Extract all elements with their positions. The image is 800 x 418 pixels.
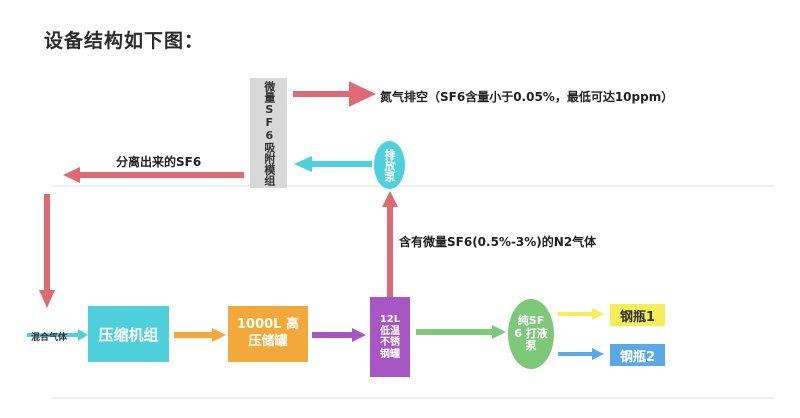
nitrogen-exhaust-label: 氮气排空（SF6含量小于0.05%，最低可达10ppm） <box>380 90 674 104</box>
cylinder-2-box: 钢瓶2 <box>610 344 665 366</box>
separated-sf6-label: 分离出来的SF6 <box>116 155 202 169</box>
adsorption-module-label: 微量SF6吸附模组 <box>262 80 276 186</box>
stainless-tank-box: 12L低温不锈钢罐 <box>370 297 410 377</box>
cylinder-1-box: 钢瓶1 <box>610 304 665 326</box>
adsorption-module-box: 微量SF6吸附模组 <box>250 78 287 188</box>
pure-sf6-pump-ellipse: 纯SF6 打液泵 <box>508 299 554 369</box>
arrow-to-exhaust <box>293 81 377 107</box>
storage-tank-label: 1000L 高压储罐 <box>237 317 299 349</box>
exhaust-pump-label: 排放泵 <box>383 148 396 182</box>
compressor-box: 压缩机组 <box>88 306 169 362</box>
page-title: 设备结构如下图： <box>44 30 205 52</box>
exhaust-pump-ellipse: 排放泵 <box>374 141 405 189</box>
storage-tank-box: 1000L 高压储罐 <box>228 306 308 362</box>
stainless-tank-label: 12L低温不锈钢罐 <box>379 314 401 360</box>
compressor-label: 压缩机组 <box>98 325 159 344</box>
pure-sf6-pump-label: 纯SF6 打液泵 <box>514 314 548 353</box>
n2-with-sf6-label: 含有微量SF6(0.5%-3%)的N2气体 <box>399 235 597 249</box>
mixed-gas-label: 混合气体 <box>31 333 68 343</box>
cylinder-2-label: 钢瓶2 <box>619 349 656 365</box>
cylinder-1-label: 钢瓶1 <box>619 309 656 325</box>
